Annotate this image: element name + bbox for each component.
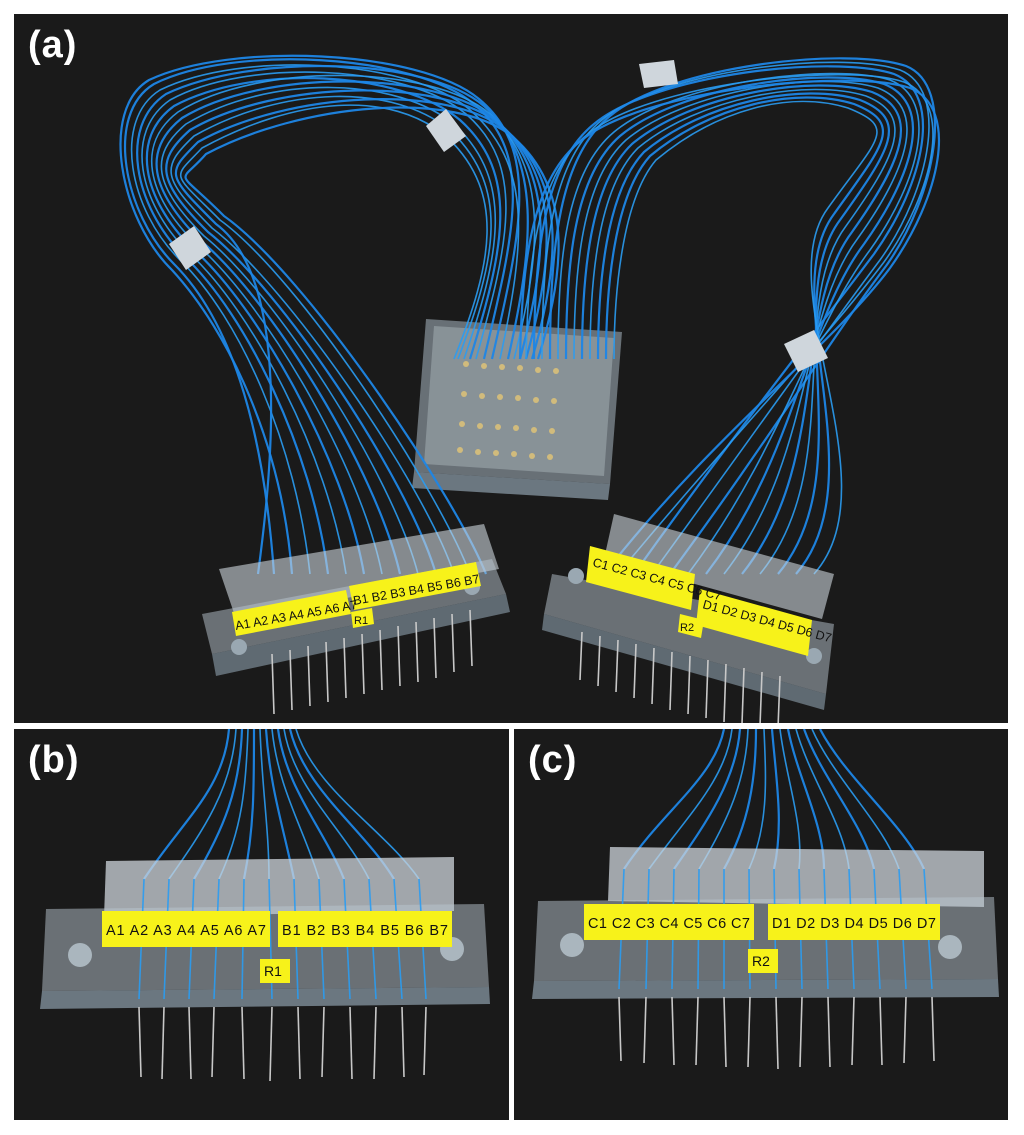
panel-b-screw-left (68, 943, 92, 967)
panel-b-label-a-bg (102, 911, 270, 947)
tape-flags (169, 60, 828, 372)
center-acrylic-block (412, 319, 622, 500)
panel-a-letter: (a) (28, 24, 78, 66)
panel-b-photo: A1 A2 A3 A4 A5 A6 A7 B1 B2 B3 B4 B5 B6 B… (40, 729, 490, 1082)
panel-b-label-r-bg (260, 959, 290, 983)
panel-b-label-b-bg (278, 911, 452, 947)
panel-a-photo: A1 A2 A3 A4 A5 A6 A7 B1 B2 B3 B4 B5 B6 B… (119, 54, 940, 723)
panel-b-wires (143, 729, 420, 880)
label-r1-a: R1 (354, 615, 368, 627)
label-r2-a: R2 (680, 622, 694, 634)
panel-c-label-c: C1 C2 C3 C4 C5 C6 C7 (588, 916, 750, 932)
panel-b-tape (104, 857, 454, 917)
panel-b-label-b: B1 B2 B3 B4 B5 B6 B7 (282, 923, 448, 939)
panel-c-label-d: D1 D2 D3 D4 D5 D6 D7 (772, 916, 936, 932)
panel-c-screw-right (938, 935, 962, 959)
panel-b-pins (138, 1006, 427, 1082)
panel-c-label-d-bg (768, 904, 940, 940)
panel-c-tape (608, 847, 984, 907)
left-connector (202, 524, 510, 715)
panel-c-photo: C1 C2 C3 C4 C5 C6 C7 D1 D2 D3 D4 D5 D6 D… (532, 729, 999, 1070)
panel-b-letter: (b) (28, 739, 80, 781)
panel-c-letter: (c) (528, 739, 578, 781)
panel-b: A1 A2 A3 A4 A5 A6 A7 B1 B2 B3 B4 B5 B6 B… (14, 729, 509, 1120)
panel-c-pins (618, 996, 935, 1070)
panel-b-label-a: A1 A2 A3 A4 A5 A6 A7 (106, 923, 266, 939)
panel-c: C1 C2 C3 C4 C5 C6 C7 D1 D2 D3 D4 D5 D6 D… (514, 729, 1008, 1120)
panel-b-label-r: R1 (264, 963, 282, 979)
panel-a: A1 A2 A3 A4 A5 A6 A7 B1 B2 B3 B4 B5 B6 B… (14, 14, 1008, 723)
panel-c-screw-left (560, 933, 584, 957)
panel-c-label-c-bg (584, 904, 754, 940)
left-wire-bundle (119, 54, 560, 575)
right-connector (542, 514, 834, 723)
right-wire-bundle (518, 57, 940, 575)
panel-c-label-r: R2 (752, 953, 770, 969)
panel-c-label-r-bg (748, 949, 778, 973)
